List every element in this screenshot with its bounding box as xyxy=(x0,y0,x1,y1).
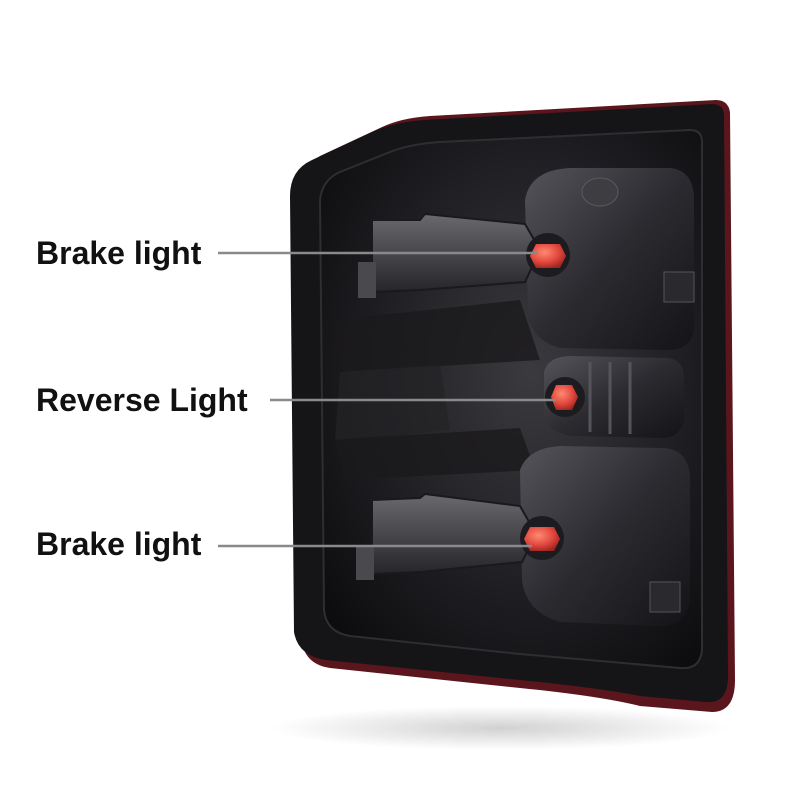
callout-label-reverse: Reverse Light xyxy=(36,382,248,418)
housing-rib xyxy=(335,365,450,440)
connector-clip xyxy=(356,546,374,580)
bulb-socket-brake-bottom xyxy=(520,516,564,560)
floor-shadow xyxy=(270,706,730,750)
connector-clip xyxy=(358,262,376,298)
bulb-socket-reverse xyxy=(545,377,585,417)
mount-bracket xyxy=(663,271,695,303)
brake-module-top-pod xyxy=(525,168,694,350)
mount-bracket xyxy=(649,581,681,613)
callout-label-brake-bottom: Brake light xyxy=(36,526,202,562)
housing-rib xyxy=(335,428,535,480)
bulb-socket-brake-top xyxy=(526,233,570,277)
brake-module-bottom-arm xyxy=(371,492,538,576)
housing-rib xyxy=(335,300,540,372)
brake-module-bottom-pod xyxy=(520,446,690,626)
reverse-ribs xyxy=(588,362,632,434)
pod-vent xyxy=(581,177,619,207)
callout-label-brake-top: Brake light xyxy=(36,235,202,271)
reverse-module-pod xyxy=(544,356,684,438)
